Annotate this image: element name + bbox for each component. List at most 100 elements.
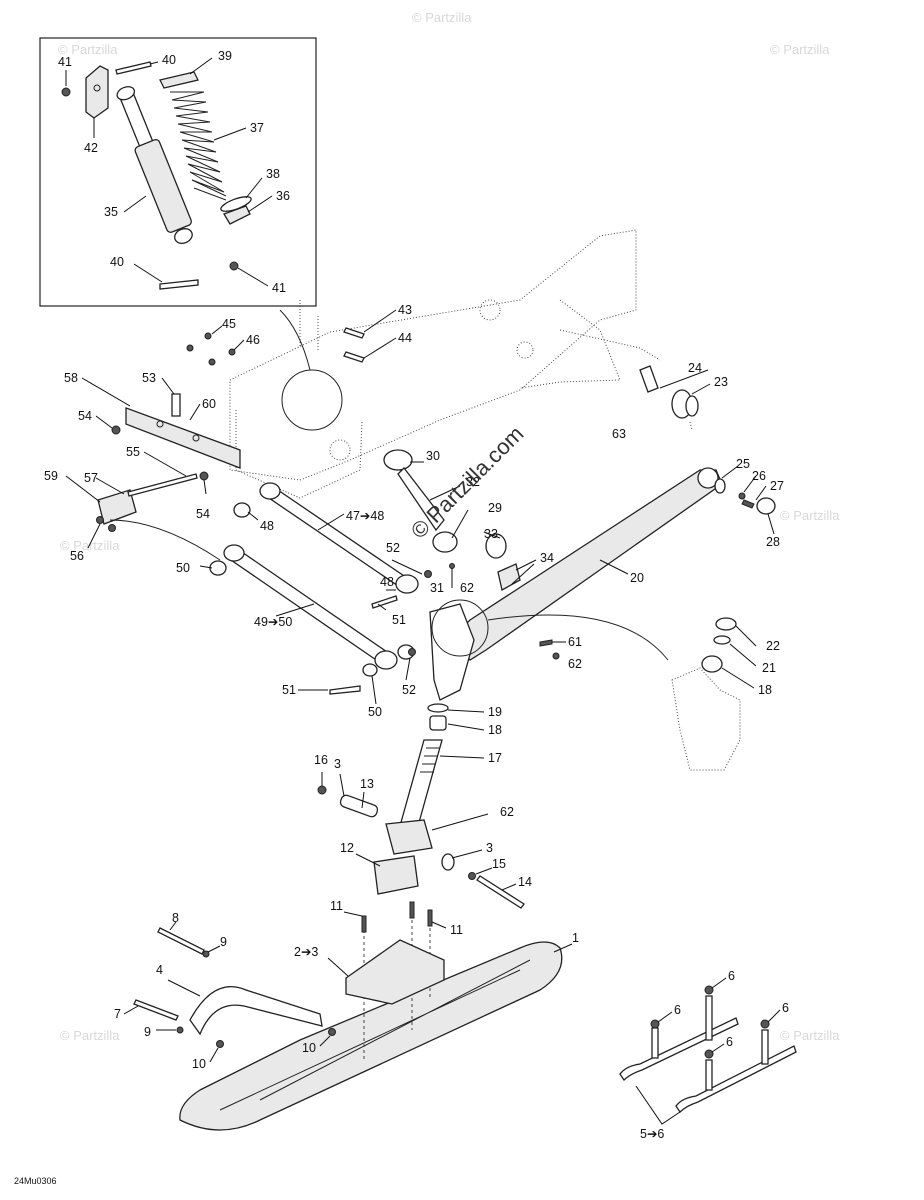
runners	[619, 985, 797, 1125]
callout-47to48: 47➔48	[346, 509, 384, 523]
callout-22: 22	[766, 639, 780, 653]
spring-stopper	[159, 71, 199, 89]
ski-leg-detail	[671, 617, 741, 771]
washer-21	[713, 635, 731, 645]
frame-hole-3	[329, 439, 351, 461]
bushing-18	[429, 715, 447, 731]
callout-28: 28	[766, 535, 780, 549]
frame-hole-1	[479, 299, 501, 321]
callout-6c: 6	[726, 1035, 733, 1049]
callout-45: 45	[222, 317, 236, 331]
stud-6-a-nut	[650, 1019, 660, 1029]
callout-8: 8	[172, 911, 179, 925]
bracket-34	[497, 563, 521, 591]
callout-18b: 18	[758, 683, 772, 697]
callout-10b: 10	[302, 1041, 316, 1055]
spindle-housing	[429, 599, 669, 701]
bolt-7	[133, 999, 179, 1021]
nut-46-b	[208, 358, 216, 366]
runner-bracket-line	[635, 1085, 681, 1125]
detail-curve	[109, 519, 221, 561]
callout-9a: 9	[220, 935, 227, 949]
stud-6-b-nut	[704, 985, 714, 995]
trailing-arm	[449, 467, 776, 661]
bolt-43	[343, 327, 365, 339]
bolt-11-c	[427, 909, 433, 927]
bolt-53	[171, 393, 181, 417]
callout-10a: 10	[192, 1057, 206, 1071]
shock-absorber	[116, 86, 193, 244]
nut-54-right	[199, 471, 209, 481]
watermark-top-center: © Partzilla	[412, 10, 472, 25]
cap-28	[756, 497, 776, 515]
stud-6-d-nut	[760, 1019, 770, 1029]
washer-9-a	[202, 950, 210, 958]
bracket-hole-2	[192, 434, 200, 442]
callout-46: 46	[246, 333, 260, 347]
runner-lower	[675, 1045, 797, 1114]
callout-43: 43	[398, 303, 412, 317]
bushing-3b	[441, 853, 455, 871]
callout-20: 20	[630, 571, 644, 585]
callout-42: 42	[84, 141, 98, 155]
shock-bracket	[85, 65, 109, 119]
washer-15	[468, 872, 476, 880]
callout-33: 33	[484, 527, 498, 541]
nut-52-a	[424, 570, 432, 578]
drawing-code: 24Mu0306	[14, 1176, 57, 1186]
washer-45	[204, 332, 212, 340]
callout-57: 57	[84, 471, 98, 485]
callout-60: 60	[202, 397, 216, 411]
watermark-top-left: © Partzilla	[58, 42, 118, 57]
stud-6-c	[705, 1059, 713, 1091]
callout-14: 14	[518, 875, 532, 889]
callout-9b: 9	[144, 1025, 151, 1039]
callout-37: 37	[250, 121, 264, 135]
callout-51a: 51	[392, 613, 406, 627]
nut-52-b	[408, 648, 416, 656]
callout-3b: 3	[486, 841, 493, 855]
shock-spring	[170, 91, 227, 201]
rod-47-end-a	[259, 482, 281, 500]
washer-26	[738, 492, 746, 500]
washer-9-b	[176, 1026, 184, 1034]
callout-1: 1	[572, 931, 579, 945]
callout-54a: 54	[78, 409, 92, 423]
link-32	[397, 467, 445, 532]
frame-lower	[235, 410, 363, 499]
stud-6-b	[705, 995, 713, 1041]
ski-ribs	[219, 959, 531, 1111]
callout-17: 17	[488, 751, 502, 765]
callout-15: 15	[492, 857, 506, 871]
site-watermark: © Partzilla.com	[406, 421, 529, 544]
frame-strut	[519, 299, 621, 389]
callout-30: 30	[426, 449, 440, 463]
nut-41-bottom	[229, 261, 239, 271]
callout-21: 21	[762, 661, 776, 675]
spindle-17	[399, 739, 443, 827]
watermark-bottom-right: © Partzilla	[780, 1028, 840, 1043]
callout-35: 35	[104, 205, 118, 219]
callout-11b: 11	[450, 923, 463, 937]
bolt-11-a	[361, 915, 367, 933]
bolt-44	[343, 351, 365, 363]
callout-25: 25	[736, 457, 750, 471]
grease-63-line	[689, 421, 693, 431]
callout-49to50: 49➔50	[254, 615, 292, 629]
frame-body	[229, 229, 637, 481]
nut-10-b	[328, 1028, 336, 1036]
nut-56-a	[96, 516, 104, 524]
callout-6a: 6	[674, 1003, 681, 1017]
handle-4	[189, 985, 323, 1036]
stud-6-d	[761, 1029, 769, 1065]
right-mounts	[639, 365, 699, 431]
callout-4: 4	[156, 963, 163, 977]
leg-detail-body	[671, 667, 741, 771]
callout-23: 23	[714, 375, 728, 389]
bracket-hole-1	[156, 420, 164, 428]
frame	[229, 229, 661, 499]
bushing-48-a	[233, 502, 251, 518]
callout-3a: 3	[334, 757, 341, 771]
bracket-58	[125, 407, 241, 469]
nut-54-left	[111, 425, 121, 435]
